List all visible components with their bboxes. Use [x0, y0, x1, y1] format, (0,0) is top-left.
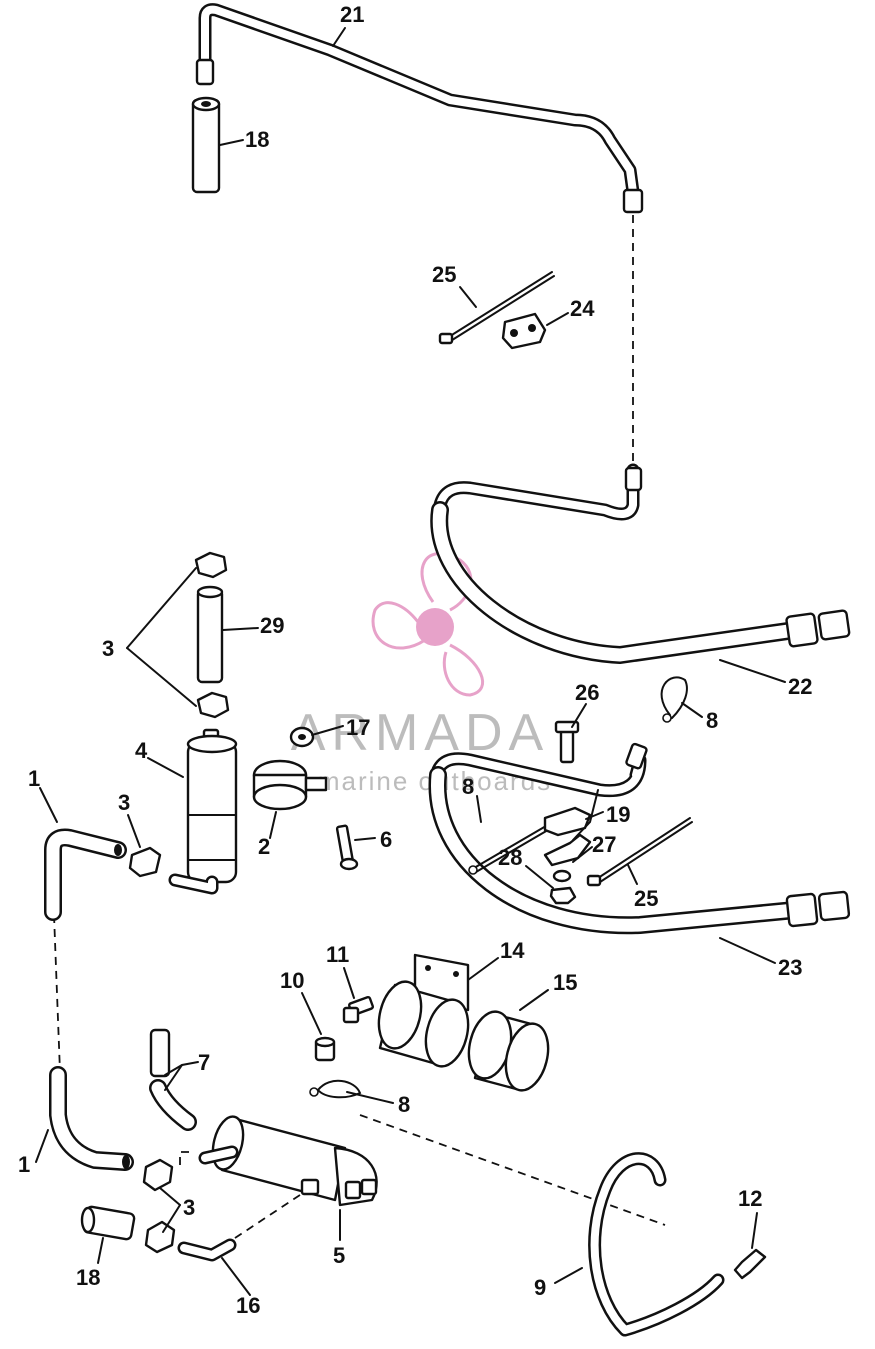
callout-23: 23 — [778, 955, 802, 980]
callout-21: 21 — [340, 2, 364, 27]
part-7-hoses — [149, 1028, 197, 1131]
callout-8-mid: 8 — [462, 774, 474, 799]
callout-3-lower: 3 — [183, 1195, 195, 1220]
part-3-nuts-and-part-29-tube — [194, 551, 230, 719]
part-15-sleeve — [467, 1010, 550, 1092]
callout-29: 29 — [260, 613, 284, 638]
callout-1-upper: 1 — [28, 766, 40, 791]
callout-3-mid: 3 — [118, 790, 130, 815]
callout-14: 14 — [500, 938, 525, 963]
callout-18-upper: 18 — [245, 127, 269, 152]
part-25-cable-tie-upper — [438, 271, 555, 345]
callout-15: 15 — [553, 970, 577, 995]
callout-16: 16 — [236, 1293, 260, 1318]
part-28-washer-nut — [549, 869, 577, 905]
part-17-bushing — [289, 726, 315, 748]
part-18-sleeve-lower — [80, 1205, 136, 1241]
callout-8-upper: 8 — [706, 708, 718, 733]
watermark-brand: ARMADA — [291, 704, 549, 762]
callout-27: 27 — [592, 832, 616, 857]
callout-12: 12 — [738, 1186, 762, 1211]
part-3-clamps-lower — [142, 1158, 176, 1254]
callout-25-lower: 25 — [634, 886, 658, 911]
callout-7: 7 — [198, 1050, 210, 1075]
callout-2: 2 — [258, 834, 270, 859]
callout-1-lower: 1 — [18, 1152, 30, 1177]
part-12-fitting — [733, 1248, 767, 1280]
callout-8-lower: 8 — [398, 1092, 410, 1117]
part-26-screw — [554, 720, 580, 764]
part-1-hose-upper — [44, 828, 127, 921]
callout-28: 28 — [498, 845, 522, 870]
callout-11: 11 — [326, 942, 349, 967]
part-11-screw — [342, 995, 375, 1024]
callout-25-upper: 25 — [432, 262, 456, 287]
callout-3-upper: 3 — [102, 636, 114, 661]
callout-5: 5 — [333, 1243, 345, 1268]
part-8-cable-tie-mid — [468, 825, 549, 875]
part-21-fuel-line — [195, 3, 644, 214]
part-9-hose — [588, 1152, 725, 1337]
callout-9: 9 — [534, 1275, 546, 1300]
part-6-bolt — [335, 824, 359, 871]
part-22-fuel-hose — [430, 463, 851, 665]
part-25-cable-tie-lower — [586, 817, 693, 887]
leader-lines — [35, 27, 786, 1296]
watermark: ARMADA marine outboards — [291, 552, 550, 796]
part-23-fuel-hose — [428, 742, 851, 935]
callout-17: 17 — [346, 715, 370, 740]
part-5-fuel-pump — [198, 1115, 378, 1207]
part-10-spacer — [314, 1036, 336, 1062]
callout-26: 26 — [575, 680, 599, 705]
part-3-clamp-left — [128, 846, 162, 878]
part-4-fuel-filter — [168, 728, 238, 895]
callout-18-lower: 18 — [76, 1265, 100, 1290]
part-2-bracket — [252, 759, 328, 811]
part-8-clamp-upper — [660, 676, 688, 723]
part-19-clamps — [543, 806, 592, 867]
part-8-clamp-lower — [309, 1079, 362, 1099]
callout-24: 24 — [570, 296, 595, 321]
callout-10: 10 — [280, 968, 304, 993]
part-24-grommet — [501, 312, 547, 350]
part-1-hose-lower — [49, 1066, 134, 1171]
part-16-fitting — [177, 1238, 237, 1262]
callout-19: 19 — [606, 802, 630, 827]
callout-6: 6 — [380, 827, 392, 852]
part-18-sleeve-upper — [191, 96, 221, 194]
callout-4: 4 — [135, 738, 148, 763]
callout-numbers: 21 18 25 24 3 29 22 8 4 17 26 1 3 2 6 8 … — [18, 2, 812, 1318]
callout-22: 22 — [788, 674, 812, 699]
part-14-bracket — [377, 953, 470, 1068]
assembly-dashed-lines — [53, 215, 666, 1241]
